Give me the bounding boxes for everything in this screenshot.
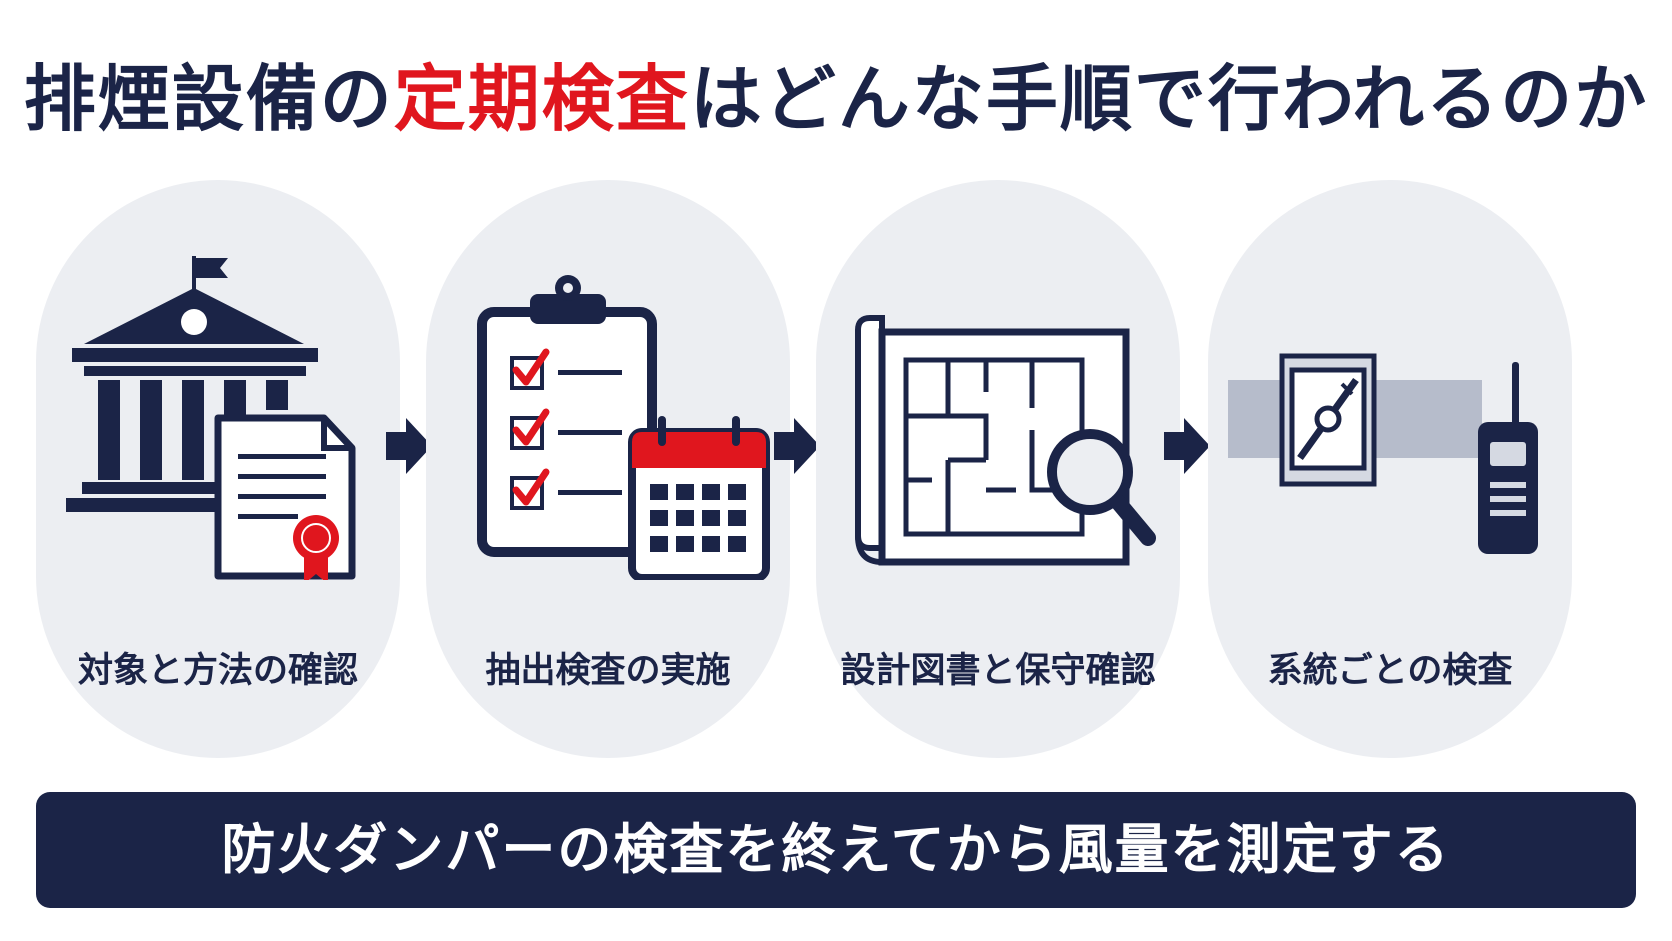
government-building-certificate-icon — [66, 256, 356, 580]
title-suffix: はどんな手順で行われるのか — [689, 57, 1649, 141]
step-2-card: 抽出検査の実施 — [426, 180, 790, 758]
step-4-card: 系統ごとの検査 — [1208, 180, 1572, 758]
checklist-calendar-icon — [477, 275, 770, 580]
arrow-right-icon — [386, 418, 432, 474]
step-2-label: 抽出検査の実施 — [485, 651, 731, 691]
title-prefix: 排煙設備の — [23, 57, 394, 141]
arrow-right-icon — [1164, 418, 1210, 474]
step-3-label: 設計図書と保守確認 — [840, 651, 1156, 691]
arrow-right-icon — [774, 418, 820, 474]
step-1-card: 対象と方法の確認 — [36, 180, 400, 758]
step-3-card: 設計図書と保守確認 — [816, 180, 1180, 758]
footer-note: 防火ダンパーの検査を終えてから風量を測定する — [221, 818, 1451, 881]
footer-banner: 防火ダンパーの検査を終えてから風量を測定する — [36, 792, 1636, 908]
blueprint-magnifier-icon — [855, 315, 1156, 566]
step-4-label: 系統ごとの検査 — [1267, 651, 1513, 691]
title-highlight: 定期検査 — [393, 57, 690, 141]
step-1-label: 対象と方法の確認 — [77, 651, 358, 691]
page-title: 排煙設備の定期検査はどんな手順で行われるのか — [0, 40, 1672, 145]
damper-duct-radio-icon — [1228, 353, 1538, 554]
